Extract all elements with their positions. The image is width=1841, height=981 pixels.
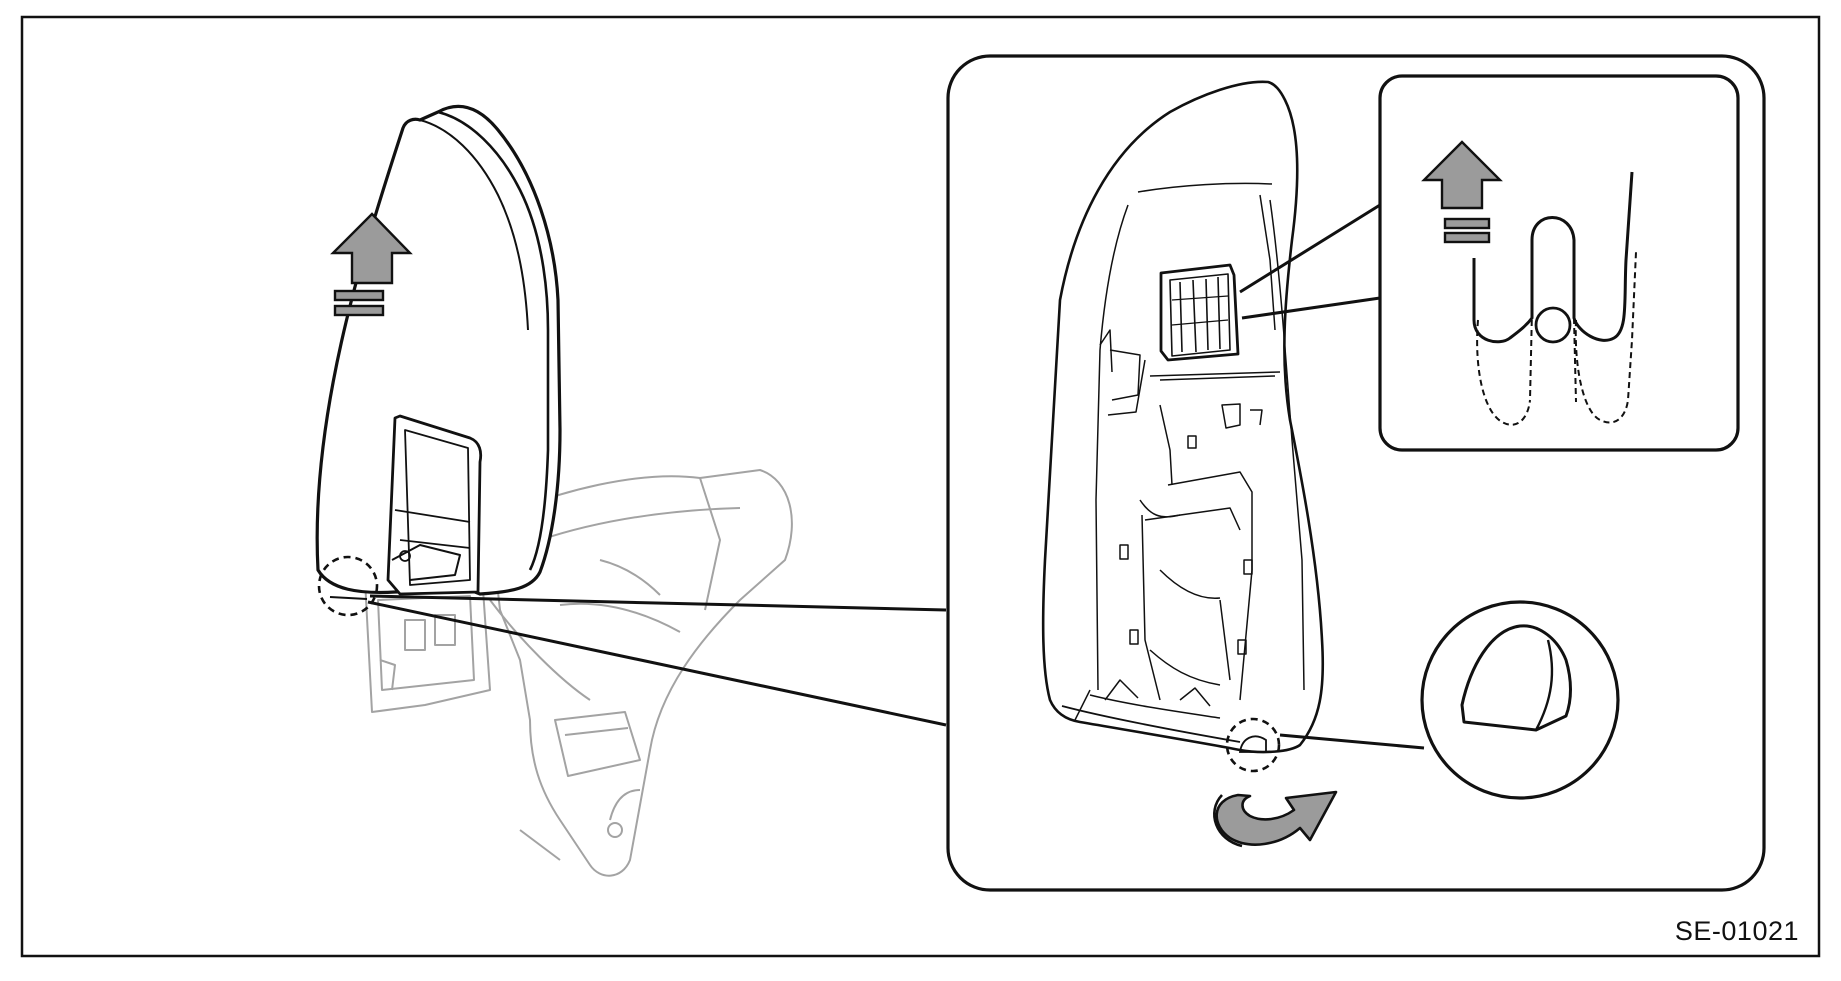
figure-frame xyxy=(20,15,1821,958)
clip-tab-shape xyxy=(1460,624,1572,732)
rotate-arrow-icon xyxy=(1213,790,1338,848)
clip-circle-callout xyxy=(1279,733,1425,750)
clip-location-tick xyxy=(329,596,368,600)
clip-detail-inset xyxy=(1378,74,1740,452)
lower-clip-marker xyxy=(1225,717,1281,773)
panel-clip-slot xyxy=(1159,263,1240,362)
up-arrow-icon xyxy=(1421,140,1503,244)
callout-lines-main xyxy=(367,594,947,727)
clip-location-marker xyxy=(317,555,379,617)
figure-code: SE-01021 xyxy=(1674,916,1799,946)
up-arrow-icon xyxy=(330,212,413,317)
spring-clip-detail xyxy=(1472,171,1637,426)
inset-callout-wedge xyxy=(1239,203,1381,320)
body-structure-ghost xyxy=(364,469,793,877)
panel-back-ribs xyxy=(1089,182,1305,719)
panel-back-view xyxy=(1041,80,1325,754)
panel-pocket xyxy=(386,414,483,596)
lower-clip-shape xyxy=(1238,735,1267,753)
clip-tab-edge xyxy=(1534,639,1554,731)
